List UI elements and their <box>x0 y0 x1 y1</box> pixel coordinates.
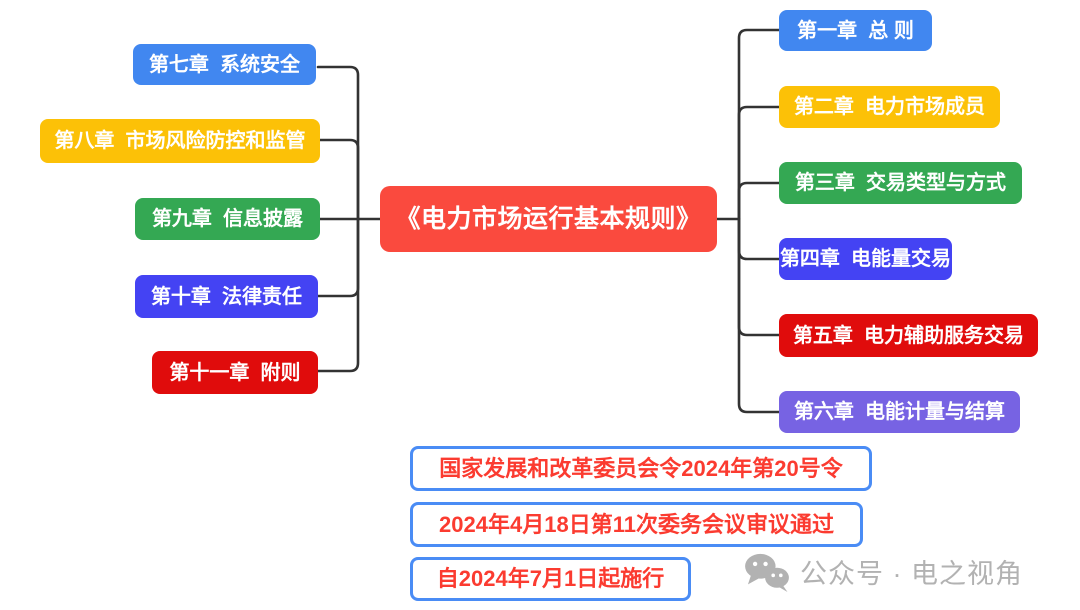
node-chapter-9: 第九章 信息披露 <box>135 198 320 240</box>
node-chapter-8: 第八章 市场风险防控和监管 <box>40 119 320 163</box>
node-chapter-10: 第十章 法律责任 <box>135 275 318 318</box>
connector-ch1 <box>737 28 781 221</box>
connector-ch11 <box>316 217 360 373</box>
effective-date-box: 自2024年7月1日起施行 <box>410 557 691 601</box>
node-chapter-1: 第一章 总 则 <box>779 10 932 51</box>
node-chapter-4: 第四章 电能量交易 <box>779 238 952 280</box>
node-chapter-7: 第七章 系统安全 <box>133 44 316 85</box>
connector-ch4 <box>737 217 781 261</box>
connector-ch8 <box>318 138 360 221</box>
connector-ch6 <box>737 217 781 414</box>
node-chapter-3: 第三章 交易类型与方式 <box>779 162 1022 204</box>
wechat-icon <box>744 552 790 597</box>
node-chapter-11: 第十一章 附则 <box>152 351 318 394</box>
approval-date-box: 2024年4月18日第11次委务会议审议通过 <box>410 502 863 547</box>
connector-ch3 <box>737 181 781 221</box>
connector-ch2 <box>737 105 781 221</box>
node-chapter-5: 第五章 电力辅助服务交易 <box>779 314 1038 357</box>
connector-group <box>316 28 781 414</box>
node-chapter-6: 第六章 电能计量与结算 <box>779 391 1020 433</box>
node-chapter-2: 第二章 电力市场成员 <box>779 86 1000 128</box>
watermark-text: 公众号 · 电之视角 <box>800 559 1023 589</box>
connector-ch5 <box>737 217 781 337</box>
connector-ch10 <box>316 217 360 298</box>
decree-number-box: 国家发展和改革委员会令2024年第20号令 <box>410 446 872 491</box>
connector-ch7 <box>316 65 360 221</box>
root-topic-node: 《电力市场运行基本规则》 <box>380 186 717 252</box>
watermark: 公众号 · 电之视角 <box>744 552 1023 597</box>
